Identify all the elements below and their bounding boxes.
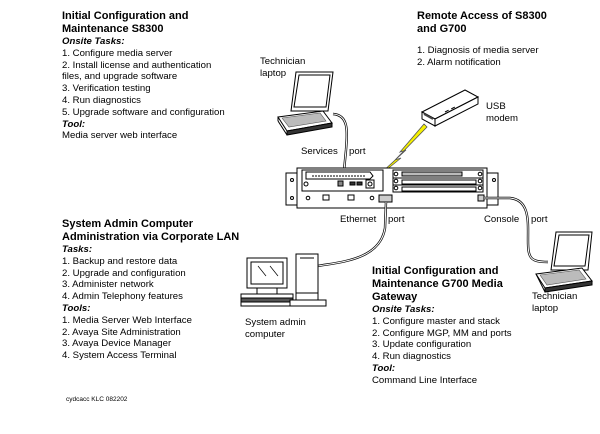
- sysadmin-title-line2: Administration via Corporate LAN: [62, 231, 240, 243]
- tool-item: Command Line Interface: [372, 374, 478, 386]
- g700-config-block: Initial Configuration and Maintenance G7…: [372, 265, 512, 387]
- task-item: 4. Run diagnostics: [62, 94, 141, 106]
- services-port-label-a: Services: [301, 146, 338, 157]
- label-line: System admin: [245, 317, 306, 328]
- task-item: 4. Admin Telephony features: [62, 291, 183, 303]
- task-item: 2. Configure MGP, MM and ports: [372, 327, 512, 339]
- g700-title-line2: Maintenance G700 Media: [372, 278, 503, 290]
- system-admin-computer-label: System admin computer: [245, 317, 306, 340]
- task-item: files, and upgrade software: [62, 71, 178, 83]
- usb-modem-label: USB modem: [486, 101, 518, 124]
- s8300-title-line2: Maintenance S8300: [62, 23, 164, 35]
- sysadmin-title-line1: System Admin Computer: [62, 218, 194, 230]
- tool-item: 1. Media Server Web Interface: [62, 314, 192, 326]
- technician-laptop-top-icon: [277, 71, 334, 136]
- services-port-label-b: port: [349, 146, 366, 157]
- task-item: 1. Configure master and stack: [372, 315, 500, 327]
- technician-laptop-right-icon: [535, 231, 593, 293]
- label-line: computer: [245, 328, 285, 340]
- task-item: 1. Configure media server: [62, 47, 173, 59]
- remote-title-line2: and G700: [417, 23, 467, 35]
- remote-access-block: Remote Access of S8300 and G700 1. Diagn…: [417, 10, 547, 69]
- task-item: 1. Backup and restore data: [62, 255, 178, 267]
- task-item: 2. Install license and authentication: [62, 59, 212, 71]
- sysadmin-tools-heading: Tools:: [62, 302, 91, 314]
- g700-title-line1: Initial Configuration and: [372, 265, 499, 277]
- label-line: modem: [486, 112, 518, 124]
- label-line: laptop: [260, 67, 287, 79]
- console-cable: [484, 196, 549, 264]
- task-item: 3. Update configuration: [372, 339, 472, 351]
- g700-title-line3: Gateway: [372, 291, 418, 303]
- task-item: 1. Diagnosis of media server: [417, 45, 539, 56]
- task-item: 4. Run diagnostics: [372, 351, 451, 363]
- technician-laptop-top-label: Technician laptop: [260, 56, 305, 79]
- task-item: 3. Verification testing: [62, 83, 151, 95]
- tool-item: 3. Avaya Device Manager: [62, 338, 172, 350]
- label-line: USB: [486, 101, 506, 112]
- s8300-tasks-heading: Onsite Tasks:: [62, 36, 125, 47]
- remote-title-line1: Remote Access of S8300: [417, 10, 547, 22]
- console-port-label-b: port: [531, 214, 548, 225]
- task-item: 3. Administer network: [62, 279, 154, 291]
- ethernet-port-label-b: port: [388, 214, 405, 225]
- system-admin-computer-icon: [240, 253, 327, 307]
- task-item: 2. Upgrade and configuration: [62, 267, 186, 279]
- s8300-tool-heading: Tool:: [62, 118, 86, 130]
- ethernet-port-label-a: Ethernet: [340, 214, 377, 225]
- label-line: Technician: [260, 56, 306, 67]
- task-item: 5. Upgrade software and configuration: [62, 106, 225, 118]
- tool-item: 2. Avaya Site Administration: [62, 326, 181, 338]
- task-item: 2. Alarm notification: [417, 56, 501, 68]
- g700-chassis: [285, 167, 499, 209]
- g700-tasks-heading: Onsite Tasks:: [372, 304, 435, 315]
- label-line: laptop: [532, 302, 559, 314]
- s8300-config-block: Initial Configuration and Maintenance S8…: [62, 10, 225, 142]
- tool-item: 4. System Access Terminal: [62, 350, 177, 362]
- figure-id: cydcacc KLC 082202: [66, 396, 128, 403]
- g700-tool-heading: Tool:: [372, 362, 396, 374]
- console-port-label-a: Console: [484, 214, 520, 225]
- s8300-title-line1: Initial Configuration and: [62, 10, 189, 22]
- tool-item: Media server web interface: [62, 130, 178, 142]
- usb-modem-icon: [420, 89, 480, 127]
- sysadmin-tasks-heading: Tasks:: [62, 244, 93, 255]
- technician-laptop-right-label: Technician laptop: [532, 291, 577, 314]
- sysadmin-block: System Admin Computer Administration via…: [62, 218, 239, 362]
- label-line: Technician: [532, 291, 578, 302]
